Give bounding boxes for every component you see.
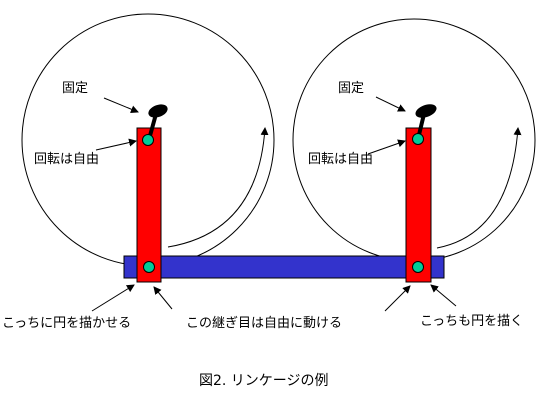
bottom-right-arrow (430, 284, 457, 307)
left-top-pivot (142, 134, 154, 146)
left-rotation-label: 回転は自由 (34, 152, 99, 167)
right-rotation-arrow (436, 127, 522, 249)
left-vertical-link (136, 127, 162, 283)
bottom-center-label: この継ぎ目は自由に動ける (186, 316, 342, 331)
bottom-right-label: こっちも円を描く (420, 314, 523, 329)
bottom-center-left-arrow (153, 286, 173, 310)
right-fixed-label: 固定 (338, 81, 364, 96)
right-bottom-pivot (412, 261, 424, 273)
right-fixed-arrow (375, 96, 406, 112)
bottom-center-right-arrow (384, 285, 411, 312)
left-fixed-arrow (103, 97, 139, 114)
left-rotation-arrow (167, 127, 269, 248)
left-fixed-label: 固定 (62, 81, 88, 96)
right-rotation-label: 回転は自由 (308, 152, 373, 167)
bottom-left-arrow (91, 284, 135, 312)
right-fixed-mount (415, 104, 437, 118)
right-top-pivot (412, 133, 424, 145)
right-vertical-link (405, 127, 432, 283)
bottom-left-label: こっちに円を描かせる (2, 316, 131, 331)
left-fixed-mount (148, 104, 168, 118)
figure-caption: 図2. リンケージの例 (199, 373, 329, 389)
right-rotation-label-arrow (367, 139, 406, 155)
left-bottom-pivot (143, 261, 155, 273)
left-rotation-label-arrow (95, 138, 137, 151)
horizontal-link (123, 255, 445, 279)
